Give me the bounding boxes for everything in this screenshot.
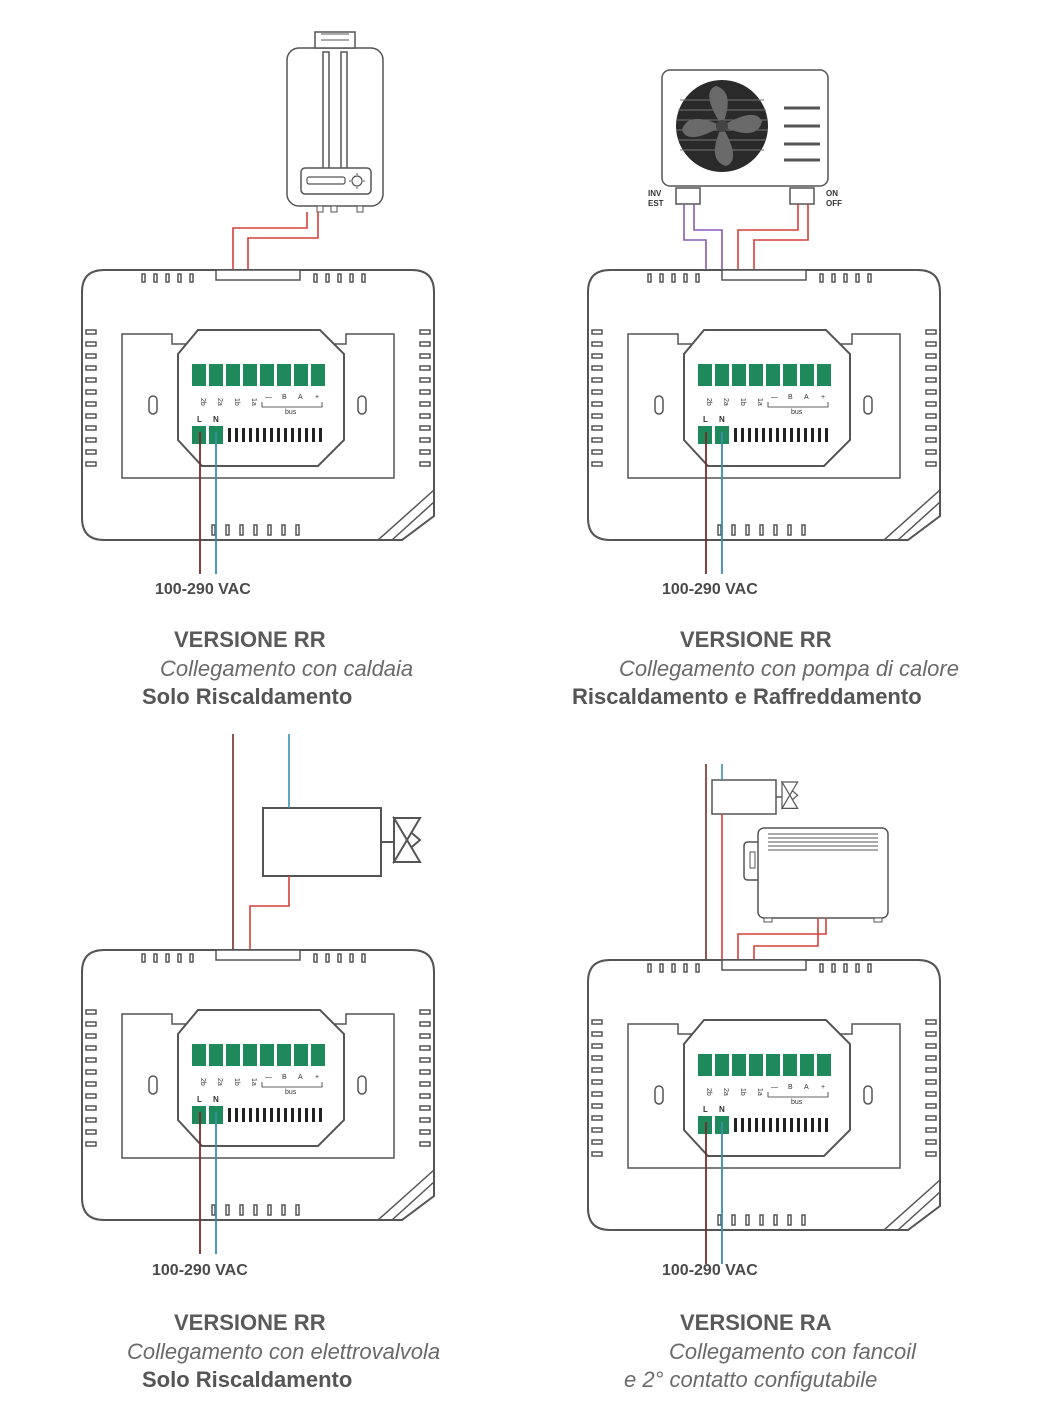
thermostat-plate bbox=[587, 959, 941, 1231]
svg-text:1a: 1a bbox=[756, 398, 763, 406]
svg-text:EST: EST bbox=[648, 199, 664, 208]
version-mode: Solo Riscaldamento bbox=[142, 1367, 353, 1392]
thermostat-plate bbox=[81, 949, 435, 1221]
version-title: VERSIONE RR bbox=[174, 1310, 326, 1335]
version-subtitle: Collegamento con elettrovalvola bbox=[127, 1339, 441, 1364]
svg-text:B: B bbox=[788, 1084, 793, 1091]
version-title: VERSIONE RR bbox=[680, 627, 832, 652]
svg-text:—: — bbox=[771, 1084, 778, 1091]
svg-text:+: + bbox=[315, 1074, 319, 1081]
power-wires-4 bbox=[705, 1122, 723, 1264]
svg-text:L: L bbox=[703, 1105, 708, 1114]
terminal-labels: 2b 2a 1b 1a — B A + bus L N bbox=[197, 394, 319, 424]
svg-text:N: N bbox=[213, 415, 219, 424]
panel-heat-pump: INV EST ON OFF 2b 2a 1b 1a — B A + bus L… bbox=[587, 69, 941, 574]
svg-text:+: + bbox=[821, 1084, 825, 1091]
svg-text:A: A bbox=[804, 394, 809, 401]
svg-text:2b: 2b bbox=[199, 1078, 206, 1086]
svg-text:B: B bbox=[282, 394, 287, 401]
svg-text:L: L bbox=[197, 415, 202, 424]
voltage-label: 100-290 VAC bbox=[662, 1262, 758, 1279]
svg-text:A: A bbox=[298, 394, 303, 401]
svg-text:2b: 2b bbox=[199, 398, 206, 406]
svg-text:L: L bbox=[197, 1095, 202, 1104]
svg-text:1b: 1b bbox=[233, 1078, 240, 1086]
svg-text:1b: 1b bbox=[739, 398, 746, 406]
svg-text:1b: 1b bbox=[739, 1088, 746, 1096]
valve-icon bbox=[393, 817, 421, 863]
svg-text:A: A bbox=[298, 1074, 303, 1081]
valve-icon bbox=[781, 781, 799, 810]
svg-text:bus: bus bbox=[791, 409, 803, 416]
svg-text:2b: 2b bbox=[705, 398, 712, 406]
svg-text:—: — bbox=[265, 1074, 272, 1081]
voltage-label: 100-290 VAC bbox=[662, 581, 758, 598]
svg-text:2a: 2a bbox=[216, 398, 223, 406]
svg-text:—: — bbox=[265, 394, 272, 401]
power-wires-2 bbox=[705, 432, 723, 574]
power-wires-3 bbox=[199, 1112, 217, 1254]
svg-text:bus: bus bbox=[285, 409, 297, 416]
svg-text:2a: 2a bbox=[216, 1078, 223, 1086]
svg-text:1b: 1b bbox=[233, 398, 240, 406]
boiler-icon bbox=[286, 31, 384, 213]
svg-text:N: N bbox=[213, 1095, 219, 1104]
svg-text:1a: 1a bbox=[250, 398, 257, 406]
fancoil-icon bbox=[743, 827, 889, 923]
svg-text:2a: 2a bbox=[722, 1088, 729, 1096]
svg-text:N: N bbox=[719, 1105, 725, 1114]
svg-text:A: A bbox=[804, 1084, 809, 1091]
svg-text:2a: 2a bbox=[722, 398, 729, 406]
voltage-label: 100-290 VAC bbox=[152, 1262, 248, 1279]
terminal-labels: 2b 2a 1b 1a — B A + bus L N bbox=[703, 394, 825, 424]
panel-fancoil: 2b 2a 1b 1a — B A + bus L N bbox=[587, 764, 941, 1264]
voltage-label: 100-290 VAC bbox=[155, 581, 251, 598]
version-mode: e 2° contatto configutabile bbox=[624, 1367, 878, 1392]
svg-text:B: B bbox=[282, 1074, 287, 1081]
svg-text:bus: bus bbox=[791, 1099, 803, 1106]
version-title: VERSIONE RA bbox=[680, 1310, 832, 1335]
version-mode: Solo Riscaldamento bbox=[142, 684, 353, 709]
thermostat-plate bbox=[587, 269, 941, 541]
version-mode: Riscaldamento e Raffreddamento bbox=[572, 684, 922, 709]
svg-text:1a: 1a bbox=[756, 1088, 763, 1096]
svg-text:—: — bbox=[771, 394, 778, 401]
svg-text:L: L bbox=[703, 415, 708, 424]
svg-text:+: + bbox=[821, 394, 825, 401]
svg-text:N: N bbox=[719, 415, 725, 424]
terminal-labels: 2b 2a 1b 1a — B A + bus L N bbox=[703, 1084, 825, 1114]
actuator-box bbox=[262, 807, 396, 877]
panel-boiler: 2b 2a 1b 1a — B A + bus L N bbox=[81, 31, 435, 574]
actuator-box bbox=[711, 779, 784, 815]
version-title: VERSIONE RR bbox=[174, 627, 326, 652]
heat-pump-icon: INV EST ON OFF bbox=[648, 69, 842, 208]
svg-text:+: + bbox=[315, 394, 319, 401]
panel-valve: 2b 2a 1b 1a — B A + bus L N bbox=[81, 734, 435, 1254]
version-subtitle: Collegamento con fancoil bbox=[669, 1339, 917, 1364]
svg-text:bus: bus bbox=[285, 1089, 297, 1096]
svg-text:ON: ON bbox=[826, 189, 838, 198]
svg-text:1a: 1a bbox=[250, 1078, 257, 1086]
svg-text:2b: 2b bbox=[705, 1088, 712, 1096]
svg-text:B: B bbox=[788, 394, 793, 401]
version-subtitle: Collegamento con caldaia bbox=[160, 656, 414, 681]
power-wires-1 bbox=[199, 432, 217, 574]
svg-text:OFF: OFF bbox=[826, 199, 842, 208]
thermostat-plate bbox=[81, 269, 435, 541]
svg-text:INV: INV bbox=[648, 189, 662, 198]
terminal-labels: 2b 2a 1b 1a — B A + bus L N bbox=[197, 1074, 319, 1104]
version-subtitle: Collegamento con pompa di calore bbox=[619, 656, 959, 681]
